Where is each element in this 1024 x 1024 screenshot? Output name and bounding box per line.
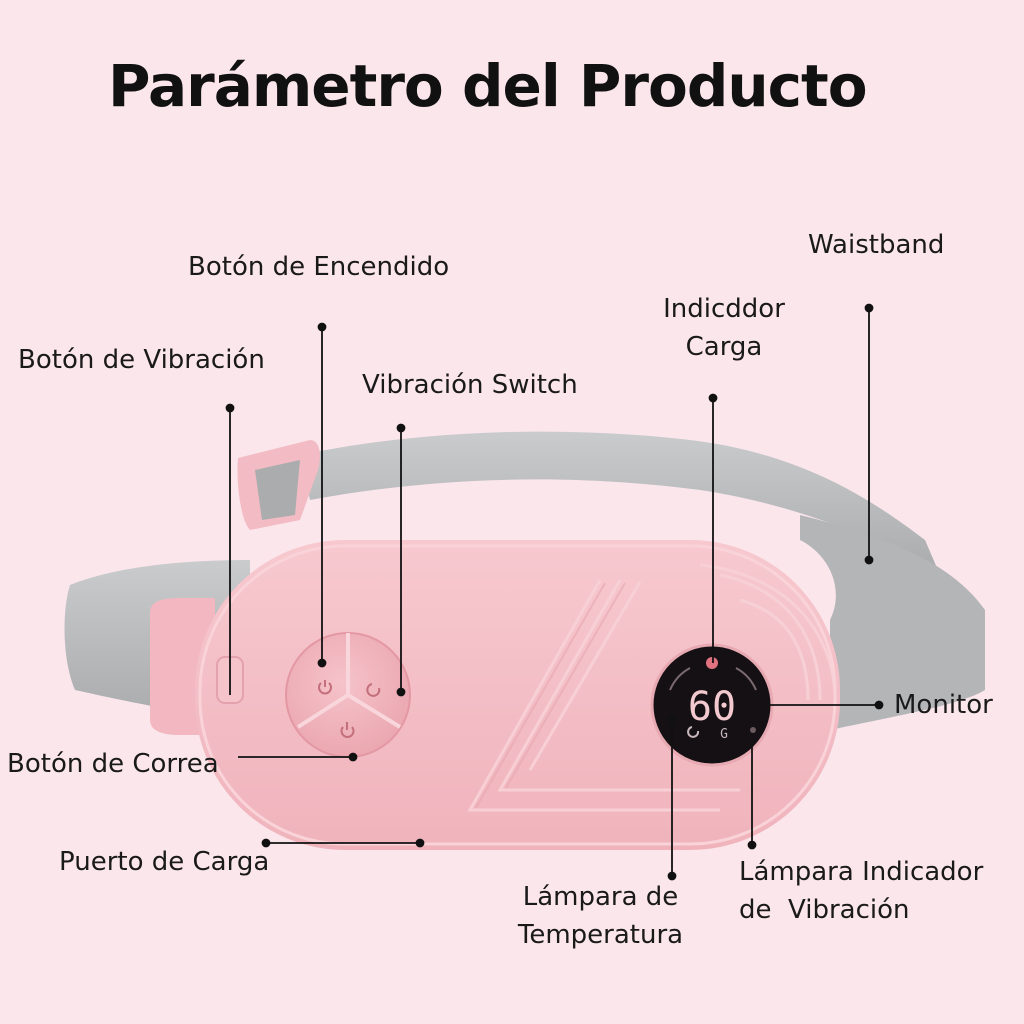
label-monitor: Monitor — [894, 690, 993, 720]
label-charge-indicator: Indicddor Carga — [654, 290, 794, 366]
label-power-button: Botón de Encendido — [188, 252, 450, 282]
label-vib-lamp-line2: de Vibración — [739, 895, 910, 925]
waistband-back — [300, 431, 940, 575]
label-charge-indicator-line1: Indicddor — [663, 294, 785, 324]
label-temp-lamp-line2: Temperatura — [517, 920, 684, 950]
label-vibration-switch: Vibración Switch — [362, 370, 578, 400]
label-vibration-button: Botón de Vibración — [18, 345, 265, 375]
label-temperature-lamp: Lámpara de Temperatura — [498, 878, 703, 954]
label-charge-indicator-line2: Carga — [685, 332, 763, 362]
power-icon[interactable] — [318, 680, 332, 695]
label-vibration-lamp: Lámpara Indicador de Vibración — [739, 853, 983, 929]
display-unit: G — [720, 727, 728, 742]
vibration-lamp — [750, 727, 756, 733]
charge-indicator-dot — [706, 657, 718, 669]
label-waistband: Waistband — [808, 230, 945, 260]
strap-icon[interactable] — [340, 722, 355, 738]
label-temp-lamp-line1: Lámpara de — [522, 882, 679, 912]
strap-loop — [255, 460, 300, 520]
vibration-icon[interactable] — [366, 683, 381, 697]
page-title: Parámetro del Producto — [108, 52, 868, 120]
display-reading: 60 — [688, 684, 736, 730]
device-body — [195, 540, 840, 850]
label-vib-lamp-line1: Lámpara Indicador — [739, 857, 984, 887]
label-strap-button: Botón de Correa — [7, 749, 219, 779]
label-charging-port: Puerto de Carga — [59, 847, 270, 877]
waistband-right — [800, 515, 985, 730]
temperature-icon — [687, 726, 700, 738]
